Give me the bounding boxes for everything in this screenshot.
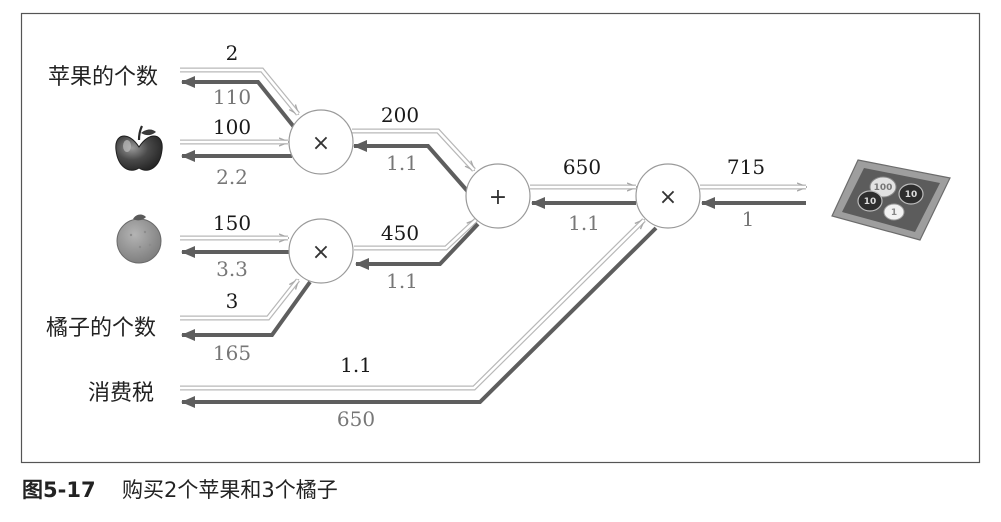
apple-image <box>115 125 163 171</box>
forward-edge-orange-total <box>354 220 476 251</box>
money-tray-image: 100 10 10 1 <box>831 159 951 241</box>
forward-edge-orange-count <box>180 280 300 321</box>
figure-caption-text: 购买2个苹果和3个橘子 <box>122 478 338 502</box>
node-mul-orange-symbol: × <box>312 240 330 265</box>
node-add: + <box>465 163 531 229</box>
coin-10-right-text: 10 <box>905 190 918 200</box>
forward-edge-apple-total <box>352 128 474 170</box>
node-mul-apple-symbol: × <box>312 131 330 156</box>
apple-count-label: 苹果的个数 <box>48 65 158 90</box>
forward-value-orange-count: 3 <box>226 289 239 313</box>
backward-value-apple-count: 110 <box>213 85 251 109</box>
backward-arrows <box>181 76 806 408</box>
backward-edge-orange-total <box>355 222 480 270</box>
backward-edge-orange-count <box>181 280 312 341</box>
figure-frame <box>20 12 981 464</box>
node-add-symbol: + <box>489 185 507 210</box>
forward-value-apple-total: 200 <box>381 103 419 127</box>
forward-edge-tax <box>180 220 644 391</box>
node-mul-orange: × <box>288 218 354 284</box>
forward-value-orange-price: 150 <box>213 211 251 235</box>
forward-value-tax: 1.1 <box>340 353 372 377</box>
coin-100-text: 100 <box>874 183 893 193</box>
backward-edge-tax <box>181 226 658 408</box>
backward-value-orange-total: 1.1 <box>386 269 418 293</box>
forward-value-apple-count: 2 <box>226 41 239 65</box>
coin-10-right: 10 <box>898 183 924 205</box>
forward-value-apple-price: 100 <box>213 115 251 139</box>
tax-label: 消费税 <box>88 381 154 406</box>
coin-10-left: 10 <box>857 190 883 212</box>
backward-value-orange-count: 165 <box>213 341 251 365</box>
forward-value-sum: 650 <box>563 155 601 179</box>
backward-value-output: 1 <box>742 207 755 231</box>
orange-image <box>116 214 162 264</box>
backward-value-apple-total: 1.1 <box>386 151 418 175</box>
coin-1-text: 1 <box>891 208 897 218</box>
backward-value-apple-price: 2.2 <box>216 165 248 189</box>
backward-value-sum: 1.1 <box>568 211 600 235</box>
forward-edge-apple-count <box>180 67 300 114</box>
figure-caption: 图5-17 购买2个苹果和3个橘子 <box>22 478 338 502</box>
backward-edge-apple-total <box>353 140 472 196</box>
forward-arrows <box>180 67 806 391</box>
backward-value-orange-price: 3.3 <box>216 257 248 281</box>
backward-value-tax: 650 <box>337 407 375 431</box>
node-mul-tax: × <box>635 163 701 229</box>
backward-edge-apple-count <box>181 76 300 134</box>
figure-number: 图5-17 <box>22 478 96 502</box>
coin-10-left-text: 10 <box>864 197 877 207</box>
forward-value-price: 715 <box>727 155 765 179</box>
node-mul-tax-symbol: × <box>659 185 677 210</box>
coin-1: 1 <box>883 203 905 221</box>
node-mul-apple: × <box>288 109 354 175</box>
orange-count-label: 橘子的个数 <box>46 316 156 341</box>
forward-value-orange-total: 450 <box>381 221 419 245</box>
